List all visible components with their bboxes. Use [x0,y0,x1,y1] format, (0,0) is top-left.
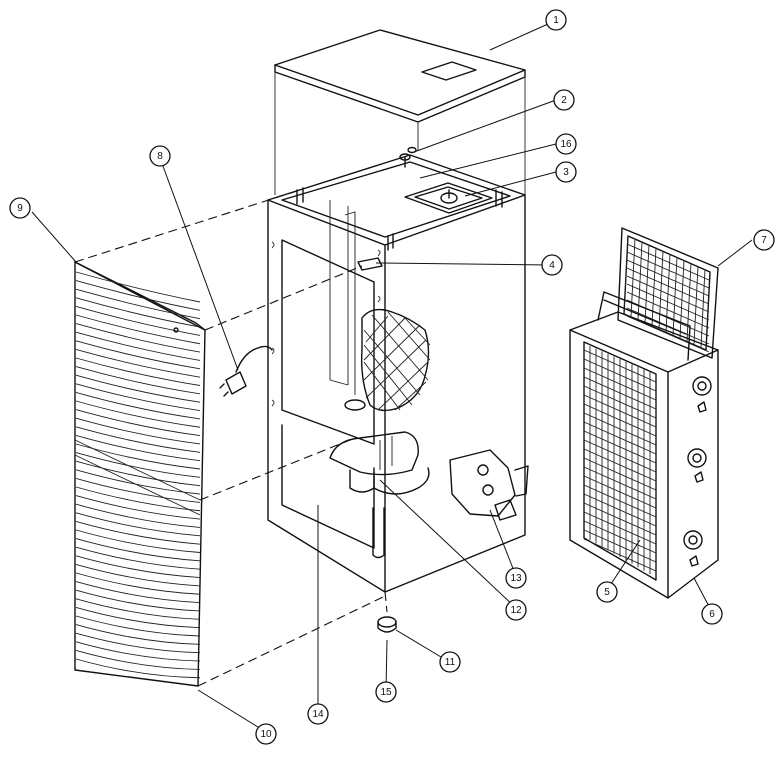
callout-2: 2 [553,89,575,111]
callout-label: 13 [510,573,522,584]
callout-circle [596,581,618,603]
callout-label: 12 [510,605,522,616]
callout-label: 11 [445,657,456,668]
callout-15: 15 [375,681,397,703]
lid-guide-lines [274,72,526,200]
callout-label: 9 [17,203,23,214]
callout-label: 4 [549,260,555,271]
control-switch [449,449,529,521]
callout-13: 13 [505,567,527,589]
power-cord [219,345,273,397]
callout-label: 2 [561,95,567,106]
cabinet-body [267,154,526,593]
callout-4: 4 [541,254,563,276]
callout-16: 16 [555,133,577,155]
callout-11: 11 [439,651,461,673]
callout-circle [255,723,277,745]
callout-5: 5 [596,581,618,603]
top-motor-unit [404,182,493,214]
leader-lines [31,23,753,733]
callout-label: 1 [553,15,559,26]
callout-label: 3 [563,167,569,178]
callout-9: 9 [9,197,31,219]
callout-label: 16 [560,139,572,150]
callout-label: 14 [312,709,324,720]
callout-circle [553,89,575,111]
callout-circle [555,133,577,155]
drain-hose [372,467,430,559]
callout-circle [307,703,329,725]
callout-circle [753,229,775,251]
callout-circle [555,161,577,183]
callout-12: 12 [505,599,527,621]
bottom-plug [377,616,397,633]
callout-circle [149,145,171,167]
callout-circle [541,254,563,276]
filter-cartridge [569,291,719,599]
callout-circle [545,9,567,31]
front-grille-panel [74,261,206,687]
callout-14: 14 [307,703,329,725]
top-screws [399,146,417,168]
callout-circle [439,651,461,673]
callout-label: 8 [157,151,163,162]
callout-10: 10 [255,723,277,745]
inner-wick-filter [344,308,431,412]
callout-circle [701,603,723,625]
callout-8: 8 [149,145,171,167]
callout-label: 6 [709,609,715,620]
callout-circle [9,197,31,219]
top-lid [274,29,526,123]
callout-6: 6 [701,603,723,625]
callout-circle [505,599,527,621]
callout-label: 5 [604,587,610,598]
bracket [357,257,383,271]
callout-label: 7 [761,235,767,246]
callout-label: 15 [380,687,392,698]
callout-circle [505,567,527,589]
callout-3: 3 [555,161,577,183]
callout-label: 10 [260,729,272,740]
assembly-dashed-lines [74,189,388,687]
callout-7: 7 [753,229,775,251]
callout-1: 1 [545,9,567,31]
callout-circle [375,681,397,703]
pre-filter [617,227,719,359]
